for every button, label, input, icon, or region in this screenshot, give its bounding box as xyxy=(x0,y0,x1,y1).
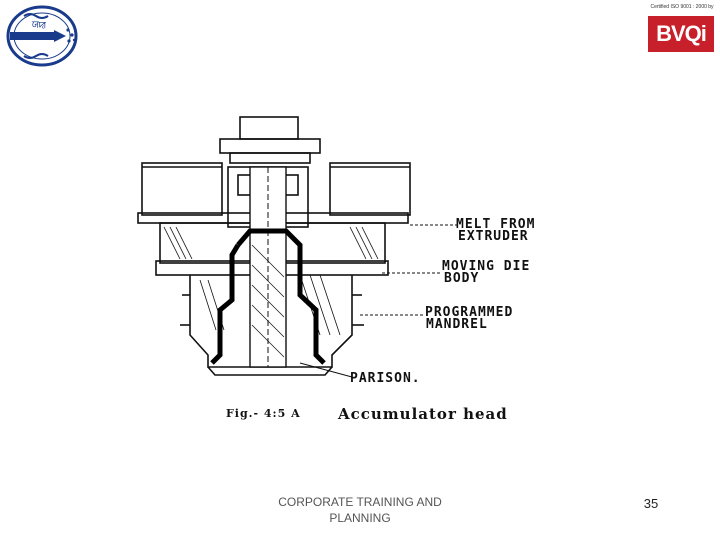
accumulator-head-diagram: MELT FROM EXTRUDER MOVING DIE BODY PROGR… xyxy=(120,105,600,435)
organization-logo: ꠎꠢ xyxy=(4,4,80,68)
certification-logo: Certified ISO 9001 : 2000 by BVQi xyxy=(644,0,720,54)
footer-title: CORPORATE TRAINING AND PLANNING xyxy=(278,495,442,525)
bvqi-brand: BVQi xyxy=(648,16,714,52)
page-number: 35 xyxy=(643,496,659,511)
accumulator-head-drawing xyxy=(137,116,460,378)
label-mandrel: MANDREL xyxy=(426,317,488,332)
label-extruder: EXTRUDER xyxy=(458,229,529,244)
label-melt-from: MELT FROM xyxy=(456,217,536,232)
label-parison: PARISON. xyxy=(350,371,421,386)
figure-caption: Accumulator head xyxy=(338,405,508,423)
svg-text:ꠎꠢ: ꠎꠢ xyxy=(31,21,47,31)
label-moving-die: MOVING DIE xyxy=(442,259,531,274)
label-programmed: PROGRAMMED xyxy=(425,305,514,320)
label-body: BODY xyxy=(444,271,480,286)
figure-number: Fig.- 4:5 A xyxy=(226,407,301,420)
certification-text: Certified ISO 9001 : 2000 by xyxy=(644,0,720,14)
organization-emblem-icon: ꠎꠢ xyxy=(6,5,78,67)
